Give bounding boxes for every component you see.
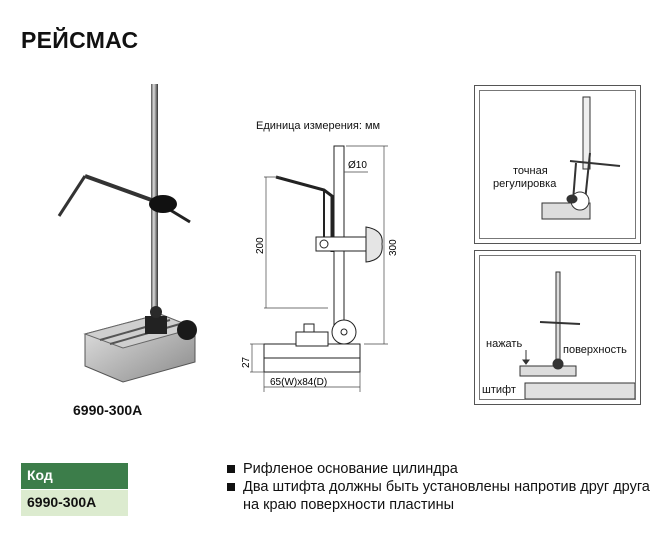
dim-base-height: 27 [241, 356, 252, 368]
product-caption: 6990-300A [73, 402, 143, 418]
code-table-header: Код [21, 463, 128, 489]
feature-item: Рифленое основание цилиндра [225, 460, 655, 478]
dim-height-total: 300 [388, 239, 399, 256]
bullet-icon [227, 465, 235, 473]
fine-adjust-panel: точная регулировка [474, 85, 641, 244]
fine-adjust-illustration [541, 96, 621, 220]
label-surface: поверхность [563, 344, 627, 356]
technical-drawing: Ø10 300 200 27 65(W)x84(D) [241, 145, 399, 392]
feature-item: Два штифта должны быть установлены напро… [225, 478, 655, 514]
dim-rod-diameter: Ø10 [348, 160, 367, 171]
feature-list: Рифленое основание цилиндра Два штифта д… [225, 460, 655, 514]
dim-base-size: 65(W)x84(D) [270, 377, 327, 388]
page-title: РЕЙСМАС [21, 27, 139, 53]
code-table-value: 6990-300A [21, 489, 128, 516]
pin-surface-panel: нажать поверхность штифт [474, 250, 641, 405]
label-fine-adjust-line2: регулировка [493, 178, 557, 190]
bullet-icon [227, 483, 235, 491]
label-press: нажать [486, 338, 523, 350]
unit-note: Единица измерения: мм [256, 120, 381, 132]
dim-height-scriber: 200 [255, 237, 266, 254]
product-photo [57, 84, 197, 383]
pin-surface-illustration [519, 271, 635, 399]
label-pin: штифт [482, 384, 516, 396]
code-table: Код 6990-300A [21, 463, 128, 516]
label-fine-adjust-line1: точная [513, 165, 548, 177]
